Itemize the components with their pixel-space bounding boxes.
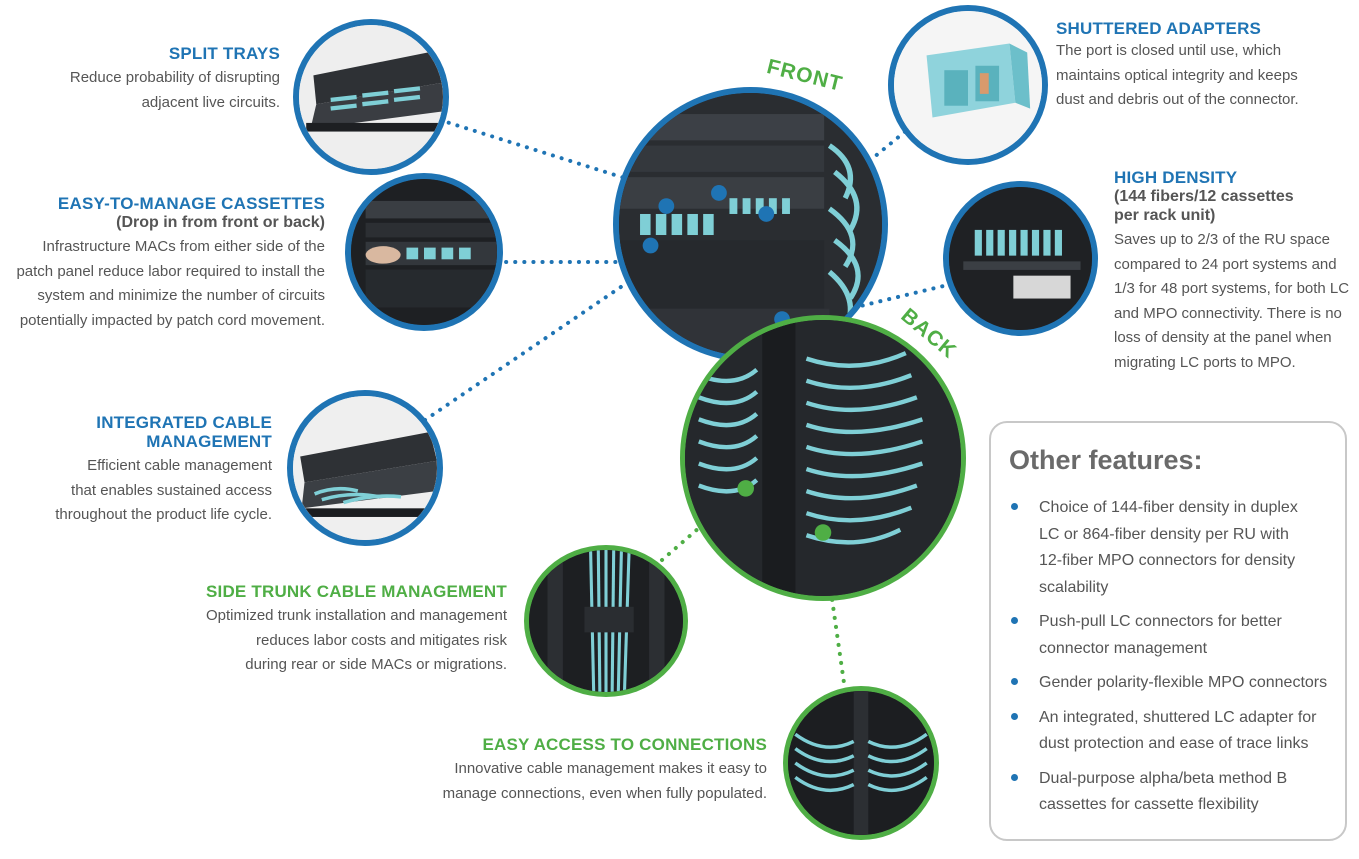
text-line: Choice of 144-fiber density in duplex xyxy=(1039,499,1298,516)
text-line: and MPO connectivity. There is no xyxy=(1114,304,1342,322)
integrated-cable-photo xyxy=(287,390,443,546)
text-line: Dual-purpose alpha/beta method B xyxy=(1039,769,1288,787)
text-line: compared to 24 port systems and xyxy=(1114,255,1337,273)
side-trunk-photo xyxy=(524,545,688,697)
text-line: The port is closed until use, which xyxy=(1056,42,1282,59)
text-line: Efficient cable management xyxy=(87,457,272,474)
title-line: INTEGRATED CABLE xyxy=(96,413,272,432)
other-features-title: Other features: xyxy=(1009,445,1203,475)
list-item: Dual-purpose alpha/beta method B cassett… xyxy=(1011,766,1331,819)
integrated-cable-title: INTEGRATED CABLE MANAGEMENT xyxy=(96,413,272,451)
text-line: An integrated, shuttered LC adapter for xyxy=(1039,708,1317,726)
text-line: system and minimize the number of circui… xyxy=(37,287,325,304)
text-line: Infrastructure MACs from either side of … xyxy=(42,238,325,255)
text-line: cassettes for cassette flexibility xyxy=(1039,796,1259,813)
cassettes-photo xyxy=(345,173,503,331)
high-density-photo xyxy=(943,181,1098,336)
text-line: reduces labor costs and mitigates risk xyxy=(256,631,507,649)
text-line: LC or 864-fiber density per RU with xyxy=(1039,525,1289,543)
text-line: Gender polarity-flexible MPO connectors xyxy=(1039,674,1328,691)
text-line: loss of density at the panel when xyxy=(1114,329,1332,346)
bullet-icon xyxy=(1011,678,1018,685)
list-item: Push-pull LC connectors for better conne… xyxy=(1011,609,1331,662)
subtitle-line: (144 fibers/12 cassettes xyxy=(1114,188,1294,205)
text-line: dust and debris out of the connector. xyxy=(1056,91,1299,108)
easy-access-description: Innovative cable management makes it eas… xyxy=(443,757,767,806)
back-view-photo xyxy=(680,315,966,601)
list-item: An integrated, shuttered LC adapter for … xyxy=(1011,705,1331,758)
cassettes-title: EASY-TO-MANAGE CASSETTES xyxy=(57,194,325,213)
split-trays-title: SPLIT TRAYS xyxy=(168,44,280,63)
text-line: 12-fiber MPO connectors for density xyxy=(1039,552,1296,569)
text-line: Push-pull LC connectors for better xyxy=(1039,613,1282,630)
split-trays-description: Reduce probability of disrupting adjacen… xyxy=(70,66,280,115)
other-features-list: Choice of 144-fiber density in duplex LC… xyxy=(1011,495,1331,827)
side-trunk-description: Optimized trunk installation and managem… xyxy=(206,604,507,678)
text-line: that enables sustained access xyxy=(71,481,272,499)
text-line: Innovative cable management makes it eas… xyxy=(454,760,767,777)
high-density-title: HIGH DENSITY xyxy=(1114,168,1238,187)
text-line: adjacent live circuits. xyxy=(141,93,280,111)
connector-high-density xyxy=(784,280,962,326)
text-line: Optimized trunk installation and managem… xyxy=(206,607,507,624)
bullet-icon xyxy=(1011,773,1018,781)
bullet-icon xyxy=(1011,617,1018,624)
text-line: scalability xyxy=(1039,578,1109,596)
list-item: Choice of 144-fiber density in duplex LC… xyxy=(1011,495,1331,601)
easy-access-title: EASY ACCESS TO CONNECTIONS xyxy=(482,735,767,754)
cassettes-subtitle: (Drop in from front or back) xyxy=(116,214,325,231)
list-item: Gender polarity-flexible MPO connectors xyxy=(1011,670,1331,697)
other-features-panel: Other features: Choice of 144-fiber dens… xyxy=(989,421,1347,841)
split-trays-photo xyxy=(293,19,449,175)
shuttered-description: The port is closed until use, which main… xyxy=(1056,39,1299,113)
connector-shuttered xyxy=(788,124,914,228)
connector-easy-access xyxy=(821,534,847,692)
text-line: manage connections, even when fully popu… xyxy=(442,784,767,802)
text-line: patch panel reduce labor required to ins… xyxy=(16,262,325,280)
text-line: throughout the product life cycle. xyxy=(55,506,272,523)
text-line: migrating LC ports to MPO. xyxy=(1114,353,1296,371)
front-view-photo xyxy=(613,87,888,362)
connector-integrated-cable xyxy=(423,272,642,422)
shuttered-adapter-photo xyxy=(888,5,1048,165)
easy-access-photo xyxy=(783,686,939,840)
text-line: maintains optical integrity and keeps xyxy=(1056,66,1298,84)
high-density-description: Saves up to 2/3 of the RU space compared… xyxy=(1114,228,1349,375)
integrated-cable-description: Efficient cable management that enables … xyxy=(55,454,272,528)
text-line: during rear or side MACs or migrations. xyxy=(245,656,507,673)
bullet-icon xyxy=(1011,503,1018,510)
shuttered-title: SHUTTERED ADAPTERS xyxy=(1056,19,1262,38)
text-line: dust protection and ease of trace links xyxy=(1039,735,1309,752)
cassettes-description: Infrastructure MACs from either side of … xyxy=(16,235,325,333)
bullet-icon xyxy=(1011,712,1018,720)
side-trunk-title: SIDE TRUNK CABLE MANAGEMENT xyxy=(205,582,507,601)
text-line: potentially impacted by patch cord movem… xyxy=(19,311,325,329)
text-line: 1/3 for 48 port systems, for both LC xyxy=(1114,280,1350,297)
high-density-subtitle: (144 fibers/12 cassettes per rack unit) xyxy=(1114,187,1294,225)
text-line: connector management xyxy=(1039,639,1208,657)
text-line: Reduce probability of disrupting xyxy=(69,69,280,86)
title-line: MANAGEMENT xyxy=(146,432,272,451)
text-line: Saves up to 2/3 of the RU space xyxy=(1114,231,1330,248)
subtitle-line: per rack unit) xyxy=(1114,207,1216,224)
